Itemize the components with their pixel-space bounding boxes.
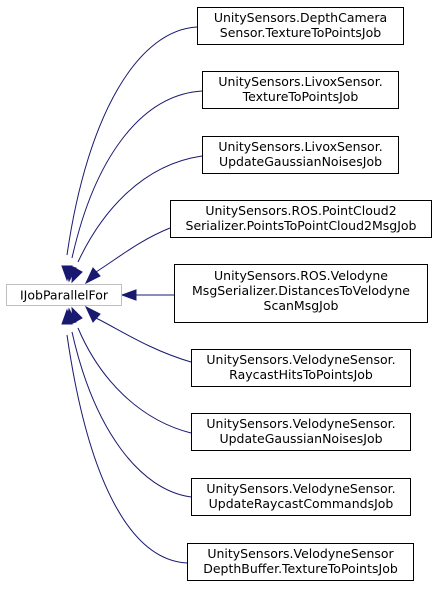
root-node-ijobparallelfor[interactable]: IJobParallelFor xyxy=(6,284,122,306)
node-label-line: DepthBuffer.TextureToPointsJob xyxy=(203,561,398,576)
node-label-line: UnitySensors.ROS.Velodyne xyxy=(214,268,388,283)
node-box xyxy=(191,413,411,451)
derived-node-velodyne-updategaussiannoisesjob[interactable]: UnitySensors.VelodyneSensor. UpdateGauss… xyxy=(191,413,411,451)
edge-livox-gauss-to-root xyxy=(77,155,203,263)
derived-node-velodyne-msgserializer-job[interactable]: UnitySensors.ROS.Velodyne MsgSerializer.… xyxy=(174,264,428,323)
node-label-line: UnitySensors.DepthCamera xyxy=(214,10,387,25)
node-label-line: UnitySensors.LivoxSensor. xyxy=(218,74,382,89)
node-box xyxy=(187,543,414,581)
node-label-line: UpdateGaussianNoisesJob xyxy=(219,431,382,446)
edge-raycastcmds-to-root xyxy=(71,331,192,498)
node-label-line: MsgSerializer.DistancesToVelodyne xyxy=(192,283,410,298)
root-node-label: IJobParallelFor xyxy=(20,288,109,303)
node-box xyxy=(191,349,411,387)
node-label-line: TextureToPointsJob xyxy=(242,89,359,104)
derived-node-velodyne-depthbuffer-texturetopointsjob[interactable]: UnitySensors.VelodyneSensor DepthBuffer.… xyxy=(187,543,414,581)
edge-pointcloud2-to-root xyxy=(95,227,171,273)
node-label-line: UnitySensors.ROS.PointCloud2 xyxy=(205,203,396,218)
node-label-line: UnitySensors.VelodyneSensor. xyxy=(206,416,395,431)
node-box xyxy=(202,71,399,109)
derived-node-velodyne-raycasthitstopointsjob[interactable]: UnitySensors.VelodyneSensor. RaycastHits… xyxy=(191,349,411,387)
node-label-line: UnitySensors.VelodyneSensor xyxy=(207,546,394,561)
edge-velodyne-gauss-to-root xyxy=(77,327,192,434)
edge-depthcamera-to-root xyxy=(66,26,198,256)
derived-node-livox-texturetopointsjob[interactable]: UnitySensors.LivoxSensor. TextureToPoint… xyxy=(202,71,399,109)
node-label-line: Serializer.PointsToPointCloud2MsgJob xyxy=(186,218,417,233)
derived-node-depthcamera-texturetopointsjob[interactable]: UnitySensors.DepthCamera Sensor.TextureT… xyxy=(197,7,404,45)
node-box xyxy=(197,7,404,45)
arrowhead-livox-gauss xyxy=(71,266,83,284)
edge-depthbuffer-to-root xyxy=(66,334,188,564)
node-label-line: UnitySensors.LivoxSensor. xyxy=(218,139,382,154)
node-label-line: UnitySensors.VelodyneSensor. xyxy=(206,481,395,496)
node-label-line: Sensor.TextureToPointsJob xyxy=(220,25,381,40)
arrowhead-velodyne-msg xyxy=(120,289,137,301)
node-box xyxy=(191,478,411,516)
node-box xyxy=(174,264,428,323)
node-label-line: UpdateRaycastCommandsJob xyxy=(209,496,394,511)
derived-node-livox-updategaussiannoisesjob[interactable]: UnitySensors.LivoxSensor. UpdateGaussian… xyxy=(202,136,399,174)
inheritance-edges xyxy=(61,26,203,564)
root-node-box xyxy=(6,284,122,306)
derived-node-velodyne-updateraycastcommandsjob[interactable]: UnitySensors.VelodyneSensor. UpdateRayca… xyxy=(191,478,411,516)
node-label-line: UnitySensors.VelodyneSensor. xyxy=(206,352,395,367)
node-label-line: UpdateGaussianNoisesJob xyxy=(219,154,382,169)
node-box xyxy=(170,200,432,238)
arrowhead-raycasthits xyxy=(84,305,101,323)
edge-livox-texture-to-root xyxy=(71,90,203,259)
derived-node-pointcloud2-serializer-job[interactable]: UnitySensors.ROS.PointCloud2 Serializer.… xyxy=(170,200,432,238)
edge-raycasthits-to-root xyxy=(95,317,192,363)
node-label-line: RaycastHitsToPointsJob xyxy=(229,367,373,382)
node-label-line: ScanMsgJob xyxy=(264,298,339,313)
arrowhead-pointcloud2 xyxy=(84,267,101,285)
node-box xyxy=(202,136,399,174)
arrowhead-depthbuffer xyxy=(61,308,73,325)
